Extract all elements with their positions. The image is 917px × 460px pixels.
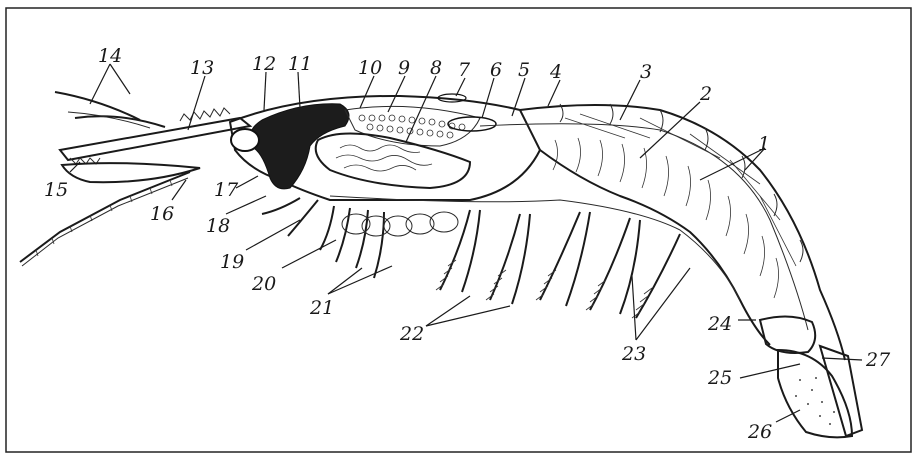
label-16: 16: [150, 203, 174, 225]
label-6: 6: [490, 59, 502, 81]
label-7: 7: [458, 59, 471, 81]
label-22: 22: [399, 323, 424, 345]
label-27: 27: [865, 349, 891, 371]
label-26: 26: [747, 421, 772, 443]
label-14: 14: [98, 45, 122, 67]
label-21: 21: [309, 297, 334, 319]
label-4: 4: [549, 61, 562, 83]
label-10: 10: [358, 57, 382, 79]
label-9: 9: [398, 57, 410, 79]
label-25: 25: [707, 367, 732, 389]
label-17: 17: [214, 179, 239, 201]
label-8: 8: [430, 57, 442, 79]
label-23: 23: [621, 343, 646, 365]
label-20: 20: [251, 273, 276, 295]
label-24: 24: [707, 313, 732, 335]
label-18: 18: [206, 215, 230, 237]
label-1: 1: [758, 133, 770, 155]
label-15: 15: [44, 179, 68, 201]
label-12: 12: [252, 53, 276, 75]
label-5: 5: [518, 59, 530, 81]
label-19: 19: [220, 251, 244, 273]
label-2: 2: [699, 83, 712, 105]
label-11: 11: [288, 53, 312, 75]
eye: [231, 129, 259, 151]
label-13: 13: [190, 57, 214, 79]
label-3: 3: [640, 61, 652, 83]
